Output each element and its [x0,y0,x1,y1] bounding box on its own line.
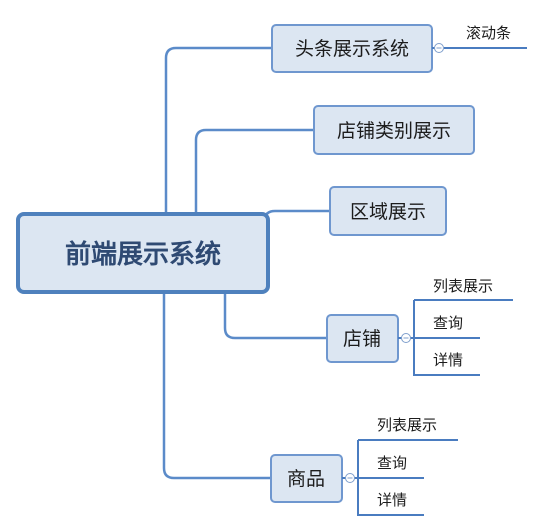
product-children-lines [357,439,458,516]
leaf-product-query[interactable]: 查询 [377,454,407,472]
leaf-scrollbar[interactable]: 滚动条 [466,24,511,42]
node-region-label: 区域展示 [350,201,426,223]
node-store-label: 店铺 [343,328,381,350]
node-product-label: 商品 [287,468,325,490]
collapse-toggle-product[interactable] [342,473,358,483]
node-product[interactable]: 商品 [270,454,343,503]
leaf-product-detail[interactable]: 详情 [377,491,407,509]
connector-store [223,292,327,340]
node-store-category[interactable]: 店铺类别展示 [313,105,475,155]
root-node[interactable]: 前端展示系统 [16,212,270,294]
connector-product [162,292,271,480]
node-headline-label: 头条展示系统 [295,38,409,60]
leaf-product-list[interactable]: 列表展示 [377,416,437,434]
collapse-toggle-headline[interactable] [432,43,444,53]
store-children-lines [413,299,513,376]
node-headline[interactable]: 头条展示系统 [271,24,433,73]
root-label: 前端展示系统 [65,239,221,270]
node-region[interactable]: 区域展示 [329,186,447,236]
node-store-category-label: 店铺类别展示 [337,120,451,142]
connector-headline [164,46,272,214]
leaf-store-detail[interactable]: 详情 [433,351,463,369]
node-store[interactable]: 店铺 [326,314,399,363]
collapse-toggle-store[interactable] [398,333,414,343]
connector-store-category [194,128,314,214]
connector-region [263,209,330,221]
leaf-store-query[interactable]: 查询 [433,314,463,332]
leaf-store-list[interactable]: 列表展示 [433,277,493,295]
